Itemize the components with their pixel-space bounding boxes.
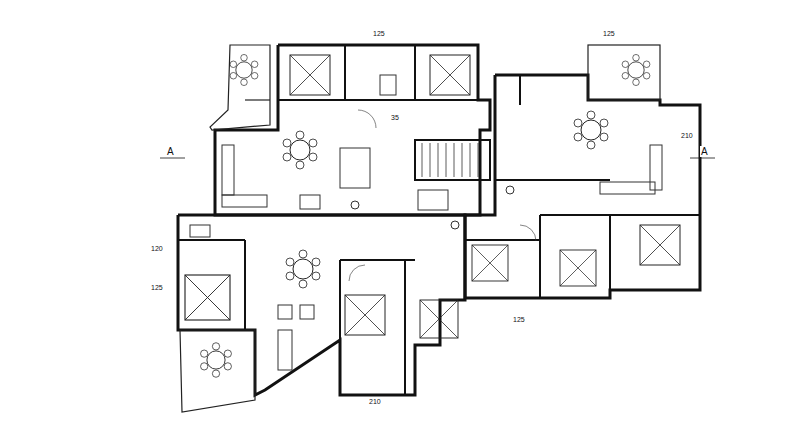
dimension-label: 210 [680, 132, 694, 140]
dimension-label: 125 [372, 30, 386, 38]
dimension-label: 210 [368, 398, 382, 406]
dimension-label: 35 [390, 114, 400, 122]
section-marker: A [166, 146, 175, 157]
dimension-label: 125 [512, 316, 526, 324]
dimension-label: 125 [602, 30, 616, 38]
dimension-label: 120 [150, 245, 164, 253]
section-marker: A [700, 146, 709, 157]
dimension-label: 125 [150, 284, 164, 292]
